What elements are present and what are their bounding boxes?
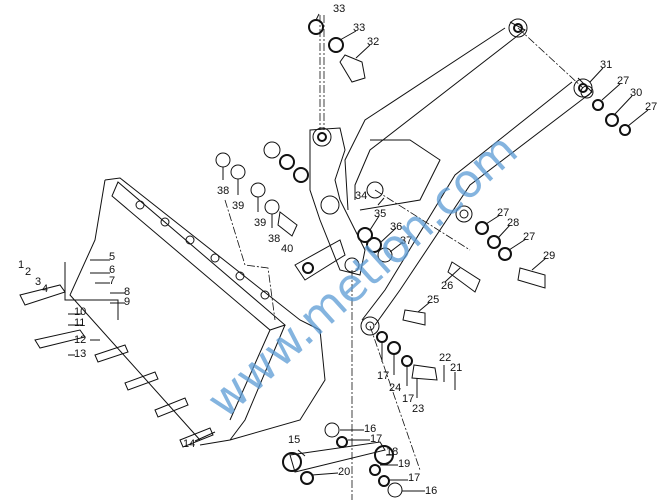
- callout-39: 39: [254, 217, 266, 229]
- callout-27: 27: [645, 101, 657, 113]
- callout-31: 31: [600, 59, 612, 71]
- callout-8: 8: [124, 286, 130, 298]
- callout-26: 26: [441, 280, 453, 292]
- callout-1: 1: [18, 259, 24, 271]
- callout-14: 14: [183, 438, 195, 450]
- callout-24: 24: [389, 382, 401, 394]
- leader-lines: [64, 13, 649, 492]
- callout-18: 18: [386, 446, 398, 458]
- callout-11: 11: [74, 317, 85, 329]
- callout-4: 4: [42, 283, 48, 295]
- callout-34: 34: [355, 190, 367, 202]
- pins-and-rings: [215, 19, 631, 498]
- callout-38: 38: [217, 185, 229, 197]
- callout-32: 32: [367, 36, 379, 48]
- callout-20: 20: [338, 466, 350, 478]
- bucket: [19, 177, 326, 448]
- callout-33: 33: [333, 3, 345, 15]
- callout-22: 22: [439, 352, 451, 364]
- callout-16: 16: [425, 485, 437, 497]
- callout-28: 28: [507, 217, 519, 229]
- callout-21: 21: [450, 362, 462, 374]
- callout-35: 35: [374, 208, 386, 220]
- callout-6: 6: [109, 264, 115, 276]
- callout-40: 40: [281, 243, 293, 255]
- callout-17: 17: [377, 370, 389, 382]
- callout-39: 39: [232, 200, 244, 212]
- callout-13: 13: [74, 348, 86, 360]
- callout-10: 10: [74, 306, 86, 318]
- callout-17: 17: [370, 433, 382, 445]
- callout-27: 27: [523, 231, 535, 243]
- callout-38: 38: [268, 233, 280, 245]
- callout-3: 3: [35, 276, 41, 288]
- callout-27: 27: [497, 207, 509, 219]
- callout-labels: 1 2 3 4 5 6 7 8 9 10 11 12 13 14 15 16 1…: [18, 3, 657, 497]
- callout-17: 17: [402, 393, 414, 405]
- callout-12: 12: [74, 334, 86, 346]
- callout-15: 15: [288, 434, 300, 446]
- callout-27: 27: [617, 75, 629, 87]
- callout-29: 29: [543, 250, 555, 262]
- callout-23: 23: [412, 403, 424, 415]
- callout-17: 17: [408, 472, 420, 484]
- callout-5: 5: [109, 251, 115, 263]
- center-lines: [224, 15, 584, 500]
- callout-19: 19: [398, 458, 410, 470]
- callout-36: 36: [390, 221, 402, 233]
- callout-30: 30: [630, 87, 642, 99]
- boom-arm: [344, 18, 593, 336]
- callout-33: 33: [353, 22, 365, 34]
- callout-9: 9: [124, 296, 130, 308]
- bellcrank: [294, 127, 366, 281]
- callout-2: 2: [25, 266, 31, 278]
- callout-25: 25: [427, 294, 439, 306]
- callout-37: 37: [400, 235, 412, 247]
- callout-7: 7: [109, 275, 115, 287]
- callout-16: 16: [364, 423, 376, 435]
